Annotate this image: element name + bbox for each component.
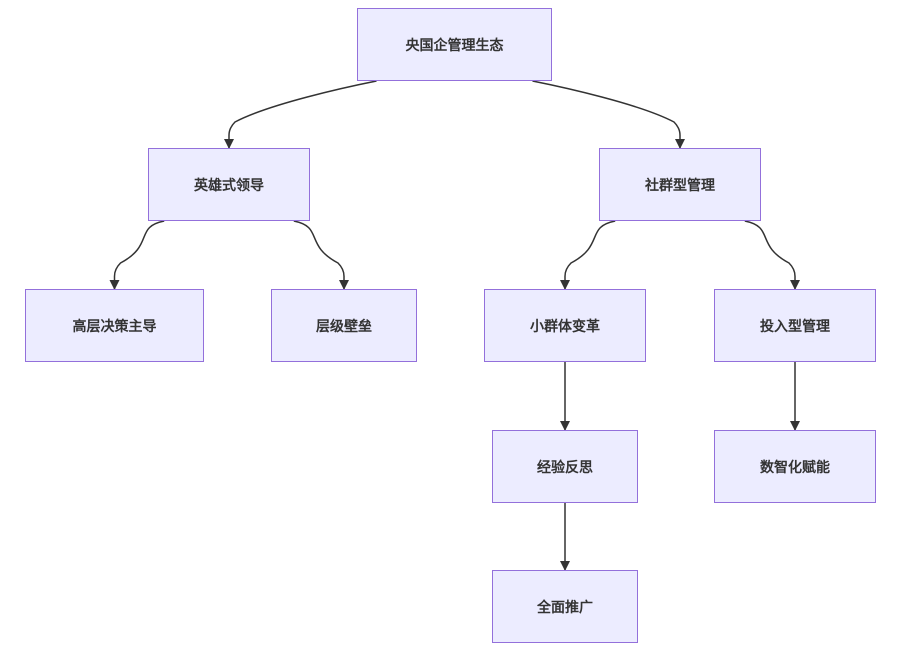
node-community-management[interactable]: 社群型管理 <box>599 148 761 221</box>
edge-hero-to-barriers <box>293 220 349 290</box>
node-engaged-management[interactable]: 投入型管理 <box>714 289 876 362</box>
node-root[interactable]: 央国企管理生态 <box>357 8 552 81</box>
node-hero-leadership[interactable]: 英雄式领导 <box>148 148 310 221</box>
edge-hero-to-top_led <box>109 220 165 290</box>
edge-root-to-hero <box>224 80 377 149</box>
edge-root-to-community <box>532 80 685 149</box>
edge-community-to-invest_mgmt <box>744 220 800 290</box>
node-full-rollout[interactable]: 全面推广 <box>492 570 638 643</box>
node-top-led-decision[interactable]: 高层决策主导 <box>25 289 204 362</box>
node-digital-empowerment[interactable]: 数智化赋能 <box>714 430 876 503</box>
edge-community-to-small_group <box>560 220 616 290</box>
node-small-group-change[interactable]: 小群体变革 <box>484 289 646 362</box>
node-hierarchy-barriers[interactable]: 层级壁垒 <box>271 289 417 362</box>
node-experience-reflection[interactable]: 经验反思 <box>492 430 638 503</box>
